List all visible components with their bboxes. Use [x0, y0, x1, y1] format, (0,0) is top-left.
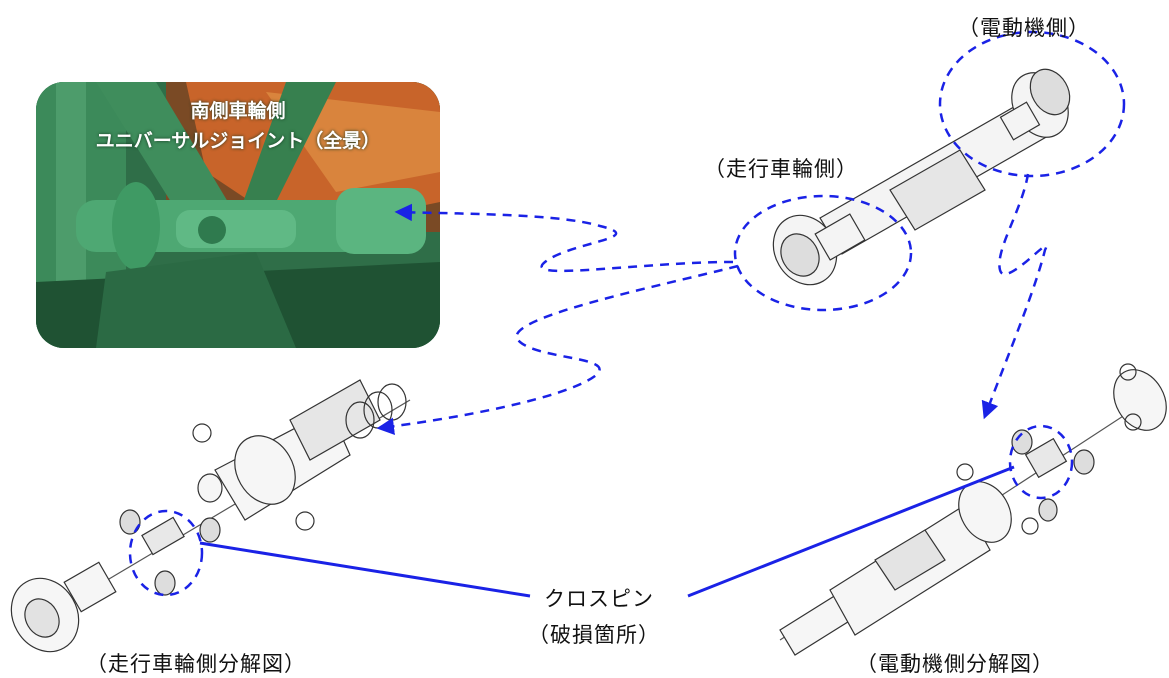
assembled-shaft-drawing — [772, 68, 1071, 286]
label-damage-location: （破損箇所） — [528, 623, 660, 647]
motor-end-highlight — [938, 30, 1126, 178]
dashed-arrows — [376, 173, 1048, 435]
label-wheel-exploded: （走行車輪側分解図） — [86, 652, 306, 676]
label-motor-side: （電動機側） — [958, 16, 1090, 40]
label-wheel-side: （走行車輪側） — [704, 157, 858, 181]
highlight-ellipses — [128, 30, 1126, 597]
leader-line-left — [199, 541, 531, 598]
arrow-to-motor-exploded — [981, 173, 1048, 420]
wheel-crosspin-highlight — [128, 509, 204, 597]
arrow-to-wheel-exploded — [376, 264, 739, 435]
label-cross-pin: クロスピン — [544, 587, 654, 611]
photo-title-line2: ユニバーサルジョイント（全景） — [95, 130, 381, 152]
wheel-side-exploded-drawing — [10, 379, 411, 653]
leader-line-right — [687, 465, 1015, 598]
joint-photo-drawing — [36, 82, 440, 348]
wheel-end-highlight — [733, 194, 913, 312]
joint-photo: 南側車輪側 ユニバーサルジョイント（全景） — [36, 82, 440, 348]
photo-title: 南側車輪側 ユニバーサルジョイント（全景） — [36, 96, 440, 156]
crosspin-leader-lines — [199, 465, 1015, 598]
label-motor-exploded: （電動機側分解図） — [856, 652, 1054, 676]
arrow-to-photo — [394, 203, 734, 273]
motor-side-exploded-drawing — [779, 363, 1167, 656]
motor-crosspin-highlight — [1008, 424, 1074, 500]
photo-title-line1: 南側車輪側 — [190, 100, 286, 122]
